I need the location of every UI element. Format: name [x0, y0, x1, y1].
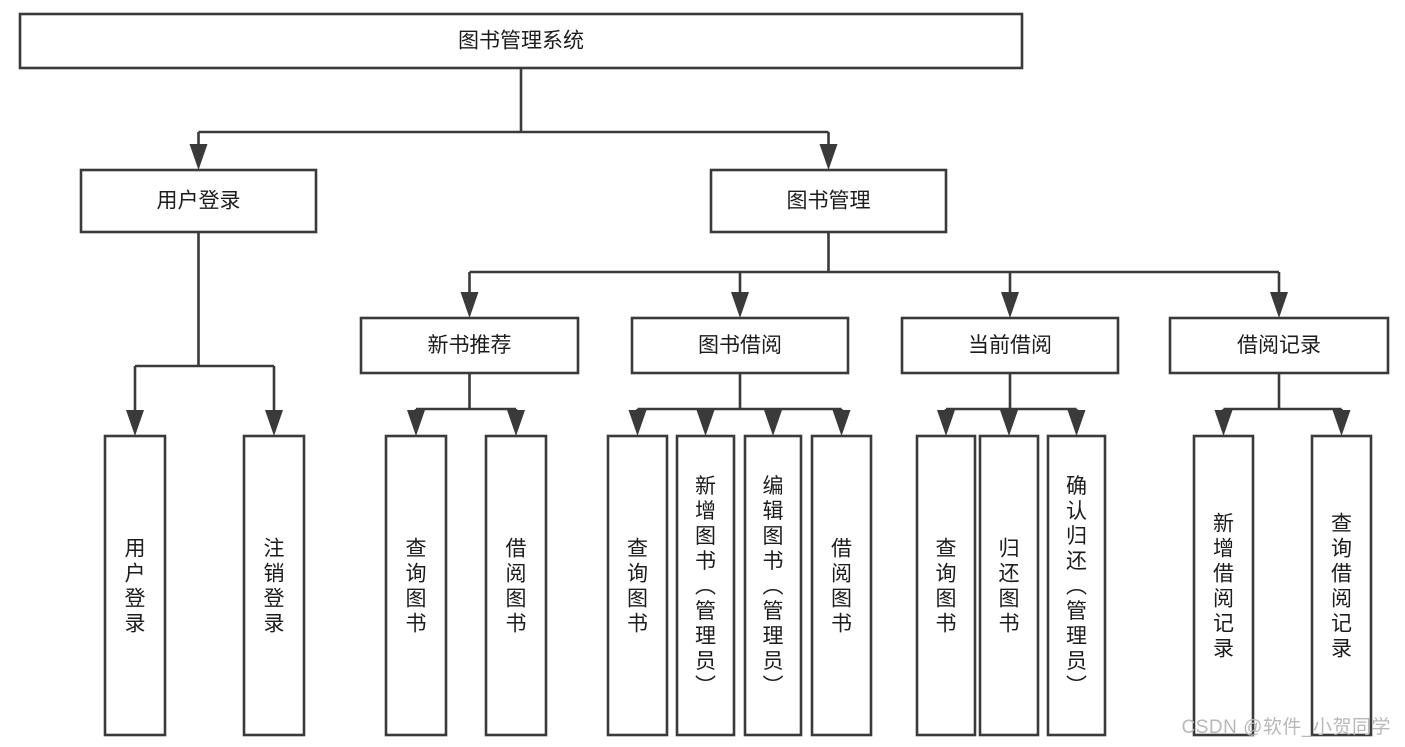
- node-box-leaf-query-book-current: [915, 434, 977, 737]
- node-label-new-book-recommend: 新书推荐: [428, 334, 512, 357]
- node-box-new-book-recommend: [359, 316, 580, 375]
- arrow-head-icon: [460, 292, 479, 318]
- node-leaf-add-book[interactable]: 新增图书︵管理员︶: [675, 434, 736, 737]
- node-layer: 图书管理系统用户登录图书管理新书推荐图书借阅当前借阅借阅记录用户登录注销登录查询…: [18, 12, 1390, 737]
- node-label-leaf-query-borrow-record: 查询借阅记录: [1331, 513, 1352, 661]
- node-label-leaf-query-book-rec: 查询图书: [406, 538, 427, 636]
- node-box-book-management: [709, 168, 948, 234]
- node-box-leaf-edit-book: [743, 434, 803, 737]
- arrow-head-icon: [126, 410, 144, 436]
- arrow-head-icon: [407, 410, 425, 436]
- arrow-head-icon: [937, 410, 955, 436]
- arrow-head-icon: [832, 410, 851, 436]
- node-box-leaf-add-borrow-record: [1192, 434, 1255, 737]
- node-label-leaf-user-login: 用户登录: [125, 538, 146, 636]
- node-current-borrow[interactable]: 当前借阅: [900, 316, 1120, 375]
- node-box-leaf-user-logout: [242, 434, 306, 737]
- node-box-book-borrow: [630, 316, 850, 375]
- node-box-current-borrow: [900, 316, 1120, 375]
- node-box-leaf-query-borrow-record: [1310, 434, 1373, 737]
- node-leaf-query-book-current[interactable]: 查询图书: [915, 434, 977, 737]
- node-box-leaf-borrow-book: [810, 434, 873, 737]
- arrow-head-icon: [1067, 410, 1086, 436]
- node-book-borrow[interactable]: 图书借阅: [630, 316, 850, 375]
- node-box-borrow-record: [1168, 316, 1390, 375]
- node-label-leaf-query-book-borrow: 查询图书: [627, 538, 648, 636]
- node-box-leaf-borrow-book-rec: [484, 434, 548, 737]
- node-label-leaf-add-book: 新增图书︵管理员︶: [695, 475, 716, 698]
- node-label-leaf-borrow-book-rec: 借阅图书: [506, 538, 527, 636]
- node-book-management[interactable]: 图书管理: [709, 168, 948, 234]
- node-label-leaf-confirm-return: 确认归还︵管理员︶: [1066, 475, 1087, 698]
- node-leaf-edit-book[interactable]: 编辑图书︵管理员︶: [743, 434, 803, 737]
- arrow-head-icon: [1000, 410, 1018, 436]
- node-box-leaf-query-book-rec: [384, 434, 448, 737]
- connector-layer: [126, 68, 1351, 436]
- node-new-book-recommend[interactable]: 新书推荐: [359, 316, 580, 375]
- node-label-leaf-user-logout: 注销登录: [264, 538, 285, 636]
- node-box-leaf-confirm-return: [1046, 434, 1107, 737]
- node-box-leaf-add-book: [675, 434, 736, 737]
- node-leaf-borrow-book-rec[interactable]: 借阅图书: [484, 434, 548, 737]
- node-label-leaf-borrow-book: 借阅图书: [831, 538, 852, 636]
- arrow-head-icon: [1001, 292, 1019, 318]
- node-label-leaf-return-book: 归还图书: [999, 538, 1020, 636]
- node-leaf-borrow-book[interactable]: 借阅图书: [810, 434, 873, 737]
- node-leaf-confirm-return[interactable]: 确认归还︵管理员︶: [1046, 434, 1107, 737]
- node-box-root: [18, 12, 1024, 70]
- arrow-head-icon: [507, 410, 525, 436]
- node-leaf-user-login[interactable]: 用户登录: [103, 434, 167, 737]
- node-box-leaf-return-book: [978, 434, 1040, 737]
- arrow-head-icon: [1332, 410, 1351, 436]
- arrow-head-icon: [1270, 292, 1288, 318]
- arrow-head-icon: [628, 410, 647, 436]
- node-root[interactable]: 图书管理系统: [18, 12, 1024, 70]
- node-user-login[interactable]: 用户登录: [79, 168, 318, 234]
- node-label-book-management: 图书管理: [787, 190, 871, 213]
- arrow-head-icon: [1214, 410, 1233, 436]
- node-label-root: 图书管理系统: [458, 30, 584, 53]
- node-leaf-return-book[interactable]: 归还图书: [978, 434, 1040, 737]
- arrow-head-icon: [696, 410, 715, 436]
- node-label-user-login: 用户登录: [157, 190, 241, 213]
- node-leaf-add-borrow-record[interactable]: 新增借阅记录: [1192, 434, 1255, 737]
- node-leaf-query-borrow-record[interactable]: 查询借阅记录: [1310, 434, 1373, 737]
- node-label-borrow-record: 借阅记录: [1237, 334, 1321, 357]
- node-borrow-record[interactable]: 借阅记录: [1168, 316, 1390, 375]
- node-leaf-query-book-rec[interactable]: 查询图书: [384, 434, 448, 737]
- node-leaf-query-book-borrow[interactable]: 查询图书: [606, 434, 669, 737]
- csdn-watermark: CSDN @软件_小贺同学: [1181, 717, 1391, 738]
- node-label-leaf-query-book-current: 查询图书: [936, 538, 957, 636]
- node-box-user-login: [79, 168, 318, 234]
- node-label-book-borrow: 图书借阅: [698, 334, 782, 357]
- arrow-head-icon: [731, 292, 749, 318]
- node-label-current-borrow: 当前借阅: [968, 334, 1052, 357]
- node-label-leaf-add-borrow-record: 新增借阅记录: [1213, 513, 1234, 661]
- node-box-leaf-user-login: [103, 434, 167, 737]
- node-label-leaf-edit-book: 编辑图书︵管理员︶: [763, 475, 784, 698]
- arrow-head-icon: [764, 410, 782, 436]
- arrow-head-icon: [265, 410, 283, 436]
- arrow-head-icon: [189, 144, 208, 170]
- arrow-head-icon: [819, 144, 838, 170]
- node-leaf-user-logout[interactable]: 注销登录: [242, 434, 306, 737]
- node-box-leaf-query-book-borrow: [606, 434, 669, 737]
